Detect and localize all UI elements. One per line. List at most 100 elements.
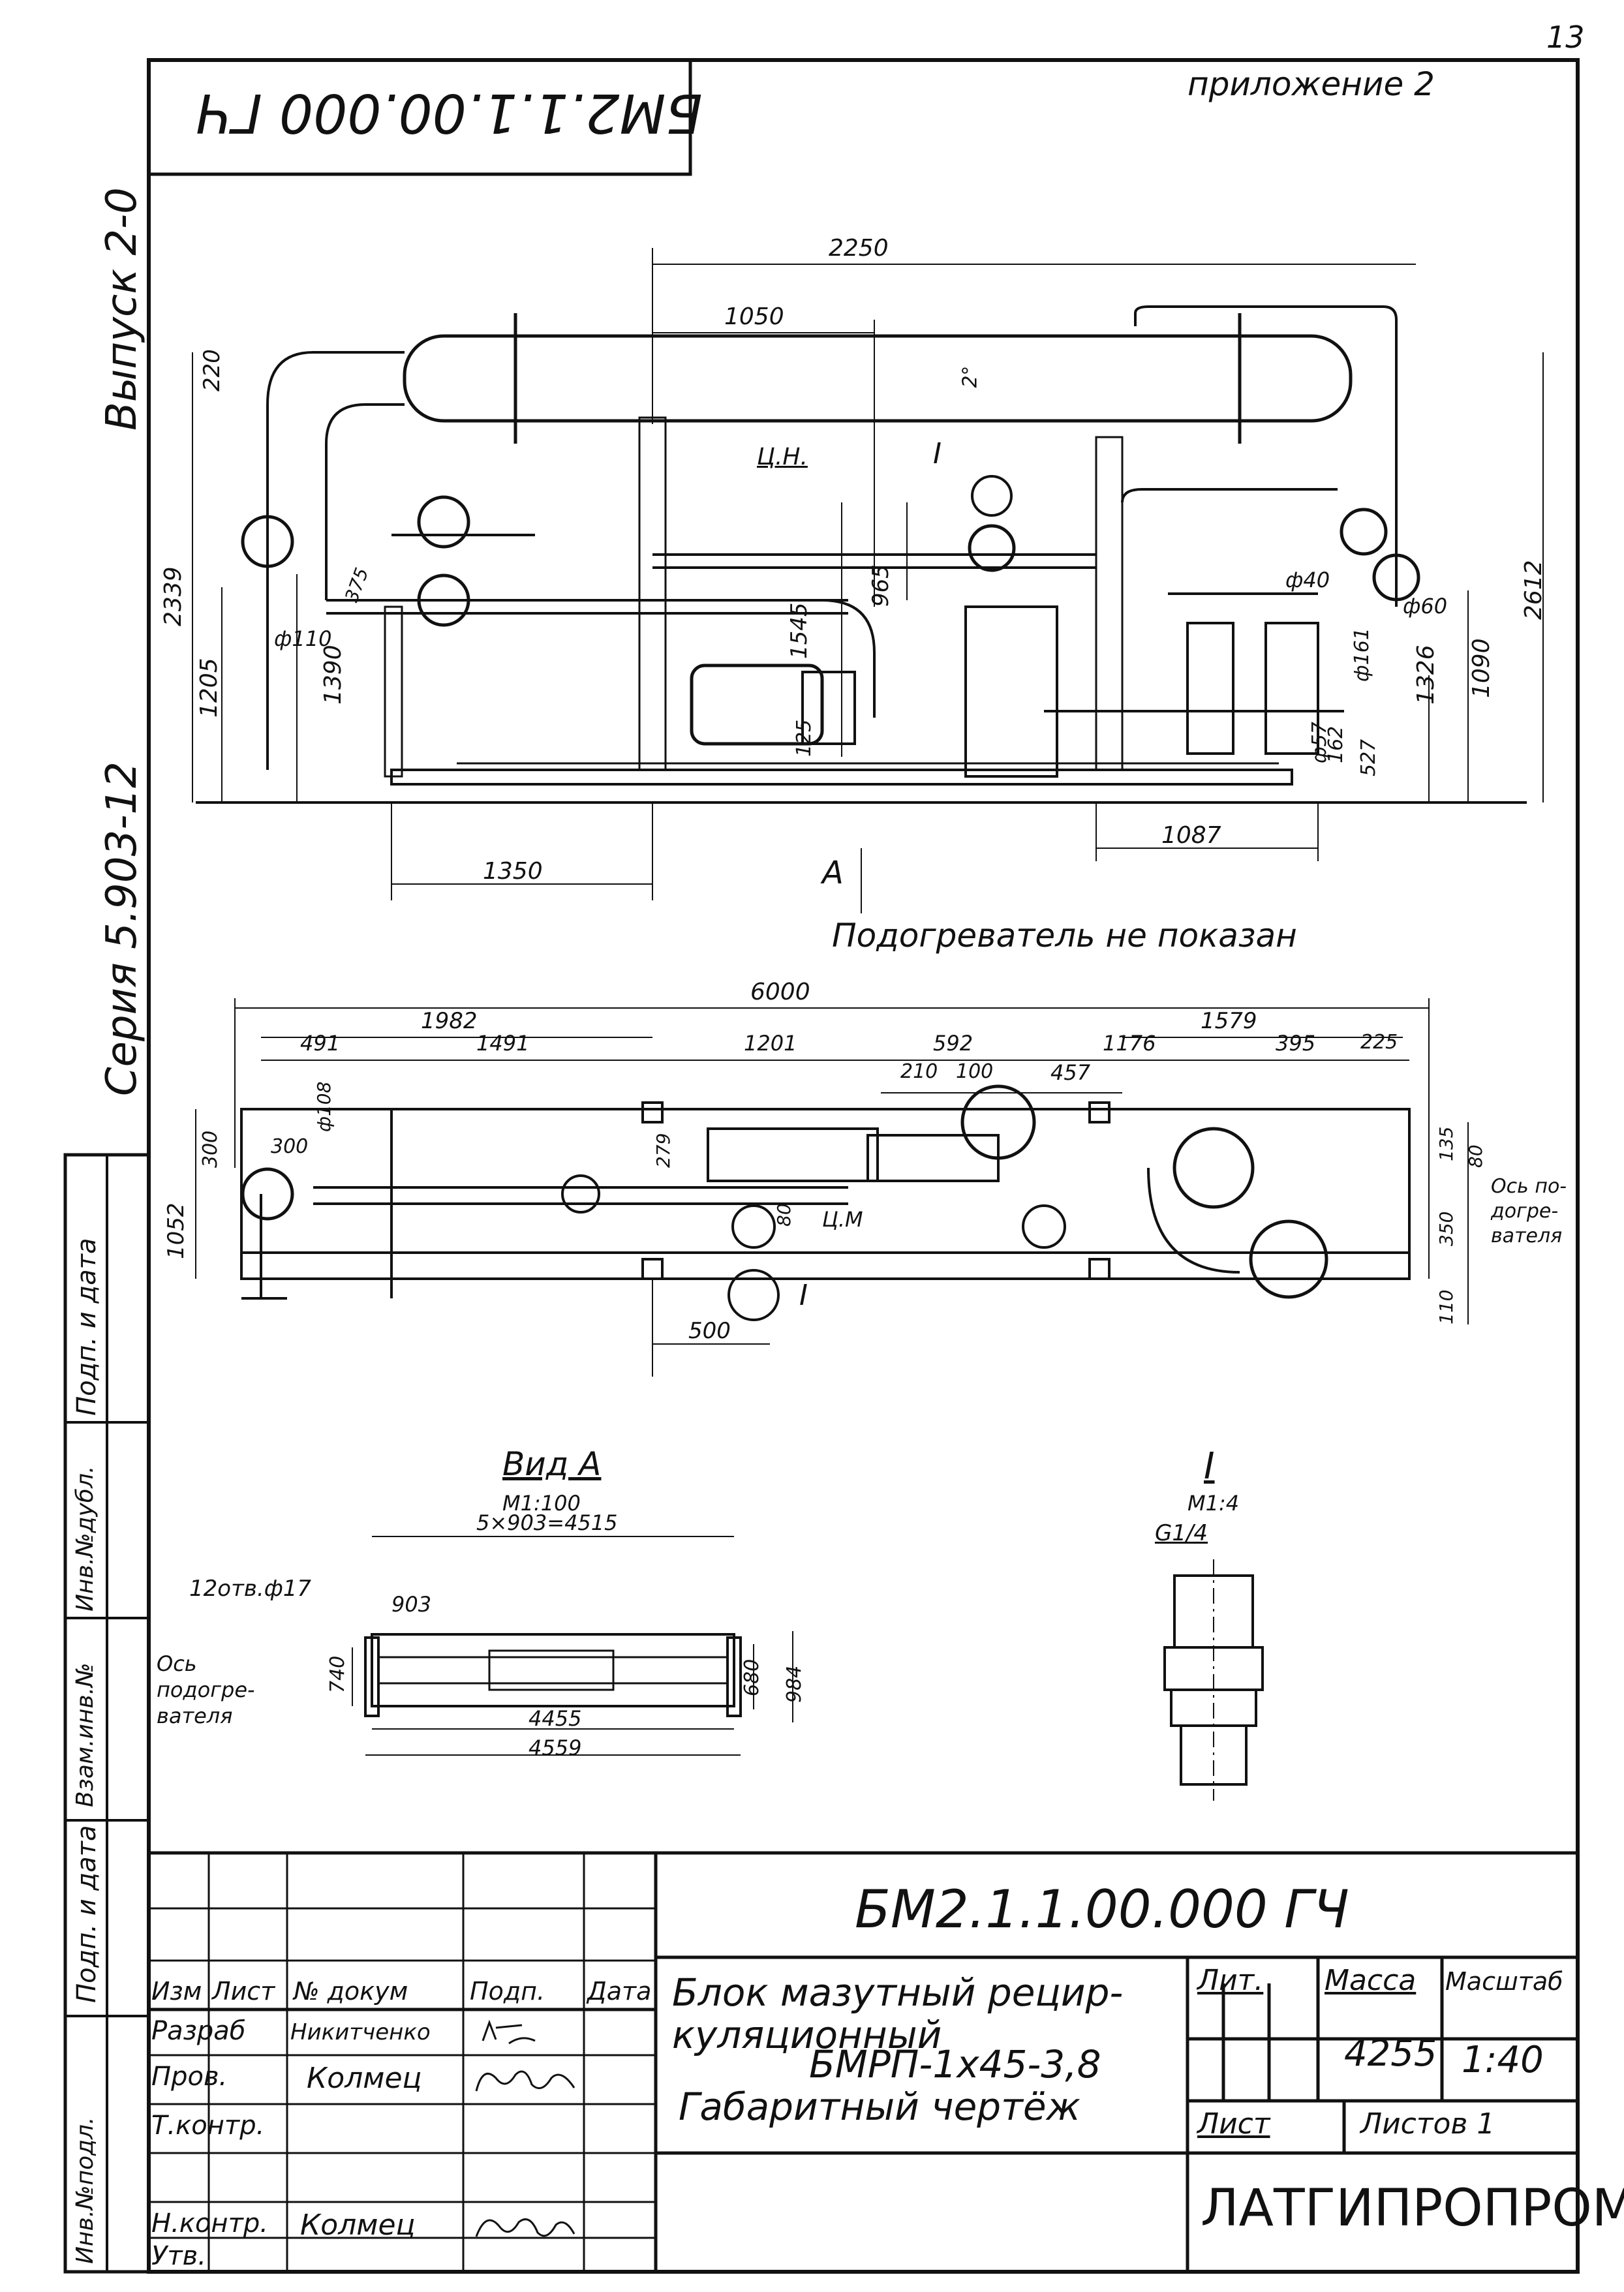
margin-field-1: Инв.№подл. bbox=[72, 2116, 99, 2264]
diam-108: ф108 bbox=[313, 1081, 335, 1132]
role-utv: Утв. bbox=[151, 2241, 206, 2271]
signature-prov bbox=[475, 2070, 575, 2092]
dim-1090: 1090 bbox=[1468, 638, 1495, 698]
dim-1050: 1050 bbox=[724, 303, 784, 330]
view-a-dim-740: 740 bbox=[326, 1655, 349, 1693]
role-razrab: Разраб bbox=[151, 2016, 246, 2046]
dim-1390: 1390 bbox=[320, 645, 346, 705]
view-a-scale: М1:100 bbox=[502, 1491, 581, 1516]
view-a-dim-680: 680 bbox=[741, 1658, 763, 1696]
name-prov: Колмец bbox=[307, 2062, 422, 2095]
dim-527: 527 bbox=[1357, 739, 1380, 776]
detail-i bbox=[1163, 1559, 1264, 1801]
margin-field-3: Взам.инв.№ bbox=[72, 1662, 99, 1807]
role-prov: Пров. bbox=[151, 2062, 228, 2092]
scale-label: Масштаб bbox=[1445, 1967, 1563, 1996]
margin-field-4: Инв.№дубл. bbox=[72, 1465, 99, 1612]
dim-395: 395 bbox=[1276, 1031, 1316, 1056]
detail-i-title: I bbox=[1204, 1445, 1215, 1488]
dim-279: 279 bbox=[652, 1133, 674, 1168]
view-a-heater-axis: Ось подогре-вателя bbox=[157, 1651, 255, 1728]
dim-1087: 1087 bbox=[1161, 822, 1221, 849]
col-date: Дата bbox=[587, 1977, 652, 2006]
mass-value: 4255 bbox=[1344, 2032, 1437, 2075]
diam-40: ф40 bbox=[1285, 568, 1330, 592]
title-block-code: БМ2.1.1.00.000 ГЧ bbox=[855, 1879, 1349, 1940]
page-number: 13 bbox=[1546, 20, 1585, 55]
center-label-cn: Ц.Н. bbox=[757, 444, 808, 470]
detail-i-thread: G1/4 bbox=[1155, 1520, 1208, 1546]
doc-name-line-3: БМРП-1x45-3,8 bbox=[809, 2042, 1101, 2086]
organization: ЛАТГИПРОПРОМ bbox=[1201, 2179, 1624, 2238]
view-a-dim-903: 903 bbox=[391, 1592, 432, 1617]
dim-491: 491 bbox=[300, 1031, 341, 1056]
dim-2612: 2612 bbox=[1520, 560, 1547, 620]
dim-592: 592 bbox=[933, 1031, 973, 1056]
view-arrow-a: A bbox=[822, 855, 844, 891]
dim-965: 965 bbox=[868, 564, 894, 607]
view-a-holes: 12отв.ф17 bbox=[189, 1576, 312, 1602]
col-izm: Изм bbox=[151, 1977, 202, 2006]
slope-2deg: 2° bbox=[958, 365, 982, 388]
dim-1201: 1201 bbox=[744, 1031, 797, 1056]
dim-350: 350 bbox=[1435, 1211, 1457, 1246]
dim-300-b: 300 bbox=[271, 1135, 309, 1158]
diam-60: ф60 bbox=[1403, 594, 1448, 619]
signature-razrab bbox=[482, 2019, 536, 2045]
dim-210: 210 bbox=[900, 1060, 938, 1083]
sheet-frame bbox=[147, 58, 1580, 2274]
issue-label: Выпуск 2-0 bbox=[98, 187, 146, 431]
diam-57: ф57 bbox=[1308, 722, 1331, 763]
mass-label: Масса bbox=[1325, 1964, 1417, 1997]
dim-1545: 1545 bbox=[786, 602, 812, 659]
dim-457: 457 bbox=[1050, 1060, 1091, 1085]
doc-name-line-2: куляционный bbox=[672, 2013, 942, 2057]
inverted-stamp-code: БМ2.1.1.00.000 ГЧ bbox=[196, 82, 703, 144]
plan-note: Подогреватель не показан bbox=[832, 917, 1297, 955]
signature-nkontr bbox=[475, 2218, 575, 2237]
series-label: Серия 5.903-12 bbox=[98, 761, 146, 1096]
detail-i-scale: М1:4 bbox=[1187, 1491, 1240, 1516]
dim-1326: 1326 bbox=[1413, 645, 1439, 705]
dim-220: 220 bbox=[199, 349, 225, 391]
diam-110: ф110 bbox=[274, 626, 332, 651]
dim-1579: 1579 bbox=[1201, 1008, 1257, 1034]
dim-500: 500 bbox=[688, 1318, 731, 1344]
view-a-title: Вид А bbox=[502, 1445, 602, 1483]
front-view bbox=[192, 248, 1544, 913]
dim-135: 135 bbox=[1435, 1126, 1457, 1161]
sheet-label: Лист bbox=[1197, 2107, 1270, 2141]
view-a bbox=[352, 1536, 793, 1756]
diam-161: ф161 bbox=[1351, 628, 1373, 682]
plan-view bbox=[195, 998, 1469, 1377]
doc-name-line-1: Блок мазутный рецир- bbox=[672, 1970, 1124, 2015]
title-block bbox=[149, 1851, 1578, 2272]
role-tkontr: Т.контр. bbox=[151, 2111, 265, 2141]
col-doc: № докум bbox=[294, 1977, 408, 2006]
lit-label: Лит. bbox=[1197, 1964, 1264, 1997]
view-a-dim-984: 984 bbox=[783, 1665, 806, 1703]
vessel bbox=[403, 334, 1353, 423]
view-a-dim-4455: 4455 bbox=[529, 1706, 582, 1731]
center-label-cm: Ц.М bbox=[822, 1207, 863, 1232]
heater-axis-plan: Ось по-догре-вателя bbox=[1491, 1175, 1567, 1247]
view-a-dim-5x903: 5×903=4515 bbox=[476, 1510, 618, 1535]
dim-80-b: 80 bbox=[1465, 1144, 1486, 1168]
doc-name-line-4: Габаритный чертёж bbox=[679, 2085, 1080, 2129]
dim-2250: 2250 bbox=[829, 235, 889, 262]
dim-110: 110 bbox=[1435, 1289, 1457, 1324]
col-list: Лист bbox=[212, 1977, 275, 2006]
dim-1350: 1350 bbox=[483, 858, 543, 885]
name-nkontr: Колмец bbox=[300, 2208, 416, 2242]
dim-125: 125 bbox=[793, 719, 816, 757]
view-a-dim-4559: 4559 bbox=[529, 1735, 582, 1760]
detail-ref-front: I bbox=[933, 437, 942, 470]
role-nkontr: Н.контр. bbox=[151, 2208, 268, 2239]
name-razrab: Никитченко bbox=[290, 2019, 431, 2045]
dim-6000: 6000 bbox=[750, 979, 810, 1005]
sheets-label: Листов 1 bbox=[1360, 2107, 1495, 2141]
col-sign: Подп. bbox=[470, 1977, 545, 2006]
dim-1176: 1176 bbox=[1103, 1031, 1156, 1056]
dim-1491: 1491 bbox=[476, 1031, 530, 1056]
dim-1982: 1982 bbox=[421, 1008, 478, 1034]
